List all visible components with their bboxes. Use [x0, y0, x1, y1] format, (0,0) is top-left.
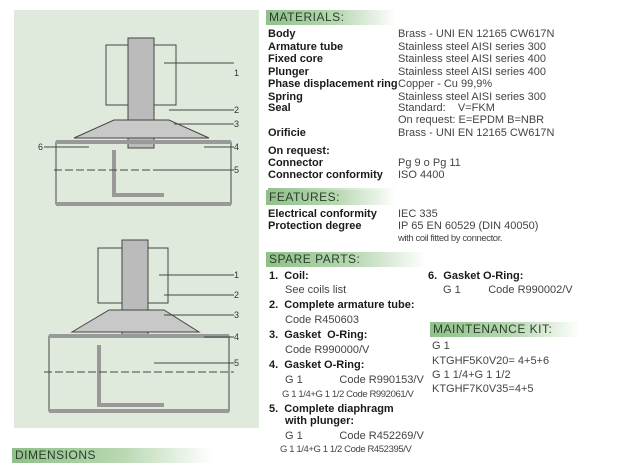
label-3: 3	[234, 119, 240, 129]
label-2: 2	[234, 290, 240, 300]
on-request-label: On request:	[268, 145, 330, 157]
label-3: 3	[234, 310, 240, 320]
label-1: 1	[234, 270, 240, 280]
kit-line: KTGHF5K0V20= 4+5+6	[432, 355, 550, 367]
kit-line: G 1 1/4+G 1 1/2	[432, 369, 511, 381]
label-4: 4	[234, 142, 240, 152]
protection-note: with coil fitted by connector.	[398, 233, 503, 244]
spare-parts-header: SPARE PARTS:	[266, 252, 426, 267]
maintenance-kit-header: MAINTENANCE KIT:	[430, 322, 580, 337]
label-2: 2	[234, 105, 240, 115]
valve-drawing-panel: 1 2 3 4 5 6 1 2 3 4 5	[14, 10, 259, 428]
kit-line: KTGHF7K0V35=4+5	[432, 383, 534, 395]
label-1: 1	[234, 68, 240, 78]
kit-line: G 1	[432, 340, 450, 352]
label-4: 4	[234, 332, 240, 342]
label-6: 6	[38, 142, 44, 152]
label-5: 5	[234, 358, 240, 368]
features-header: FEATURES:	[266, 190, 396, 205]
valve-cross-section-drawings	[44, 37, 234, 413]
label-5: 5	[234, 165, 240, 175]
section-divider	[268, 188, 398, 190]
materials-header: MATERIALS:	[266, 10, 396, 25]
